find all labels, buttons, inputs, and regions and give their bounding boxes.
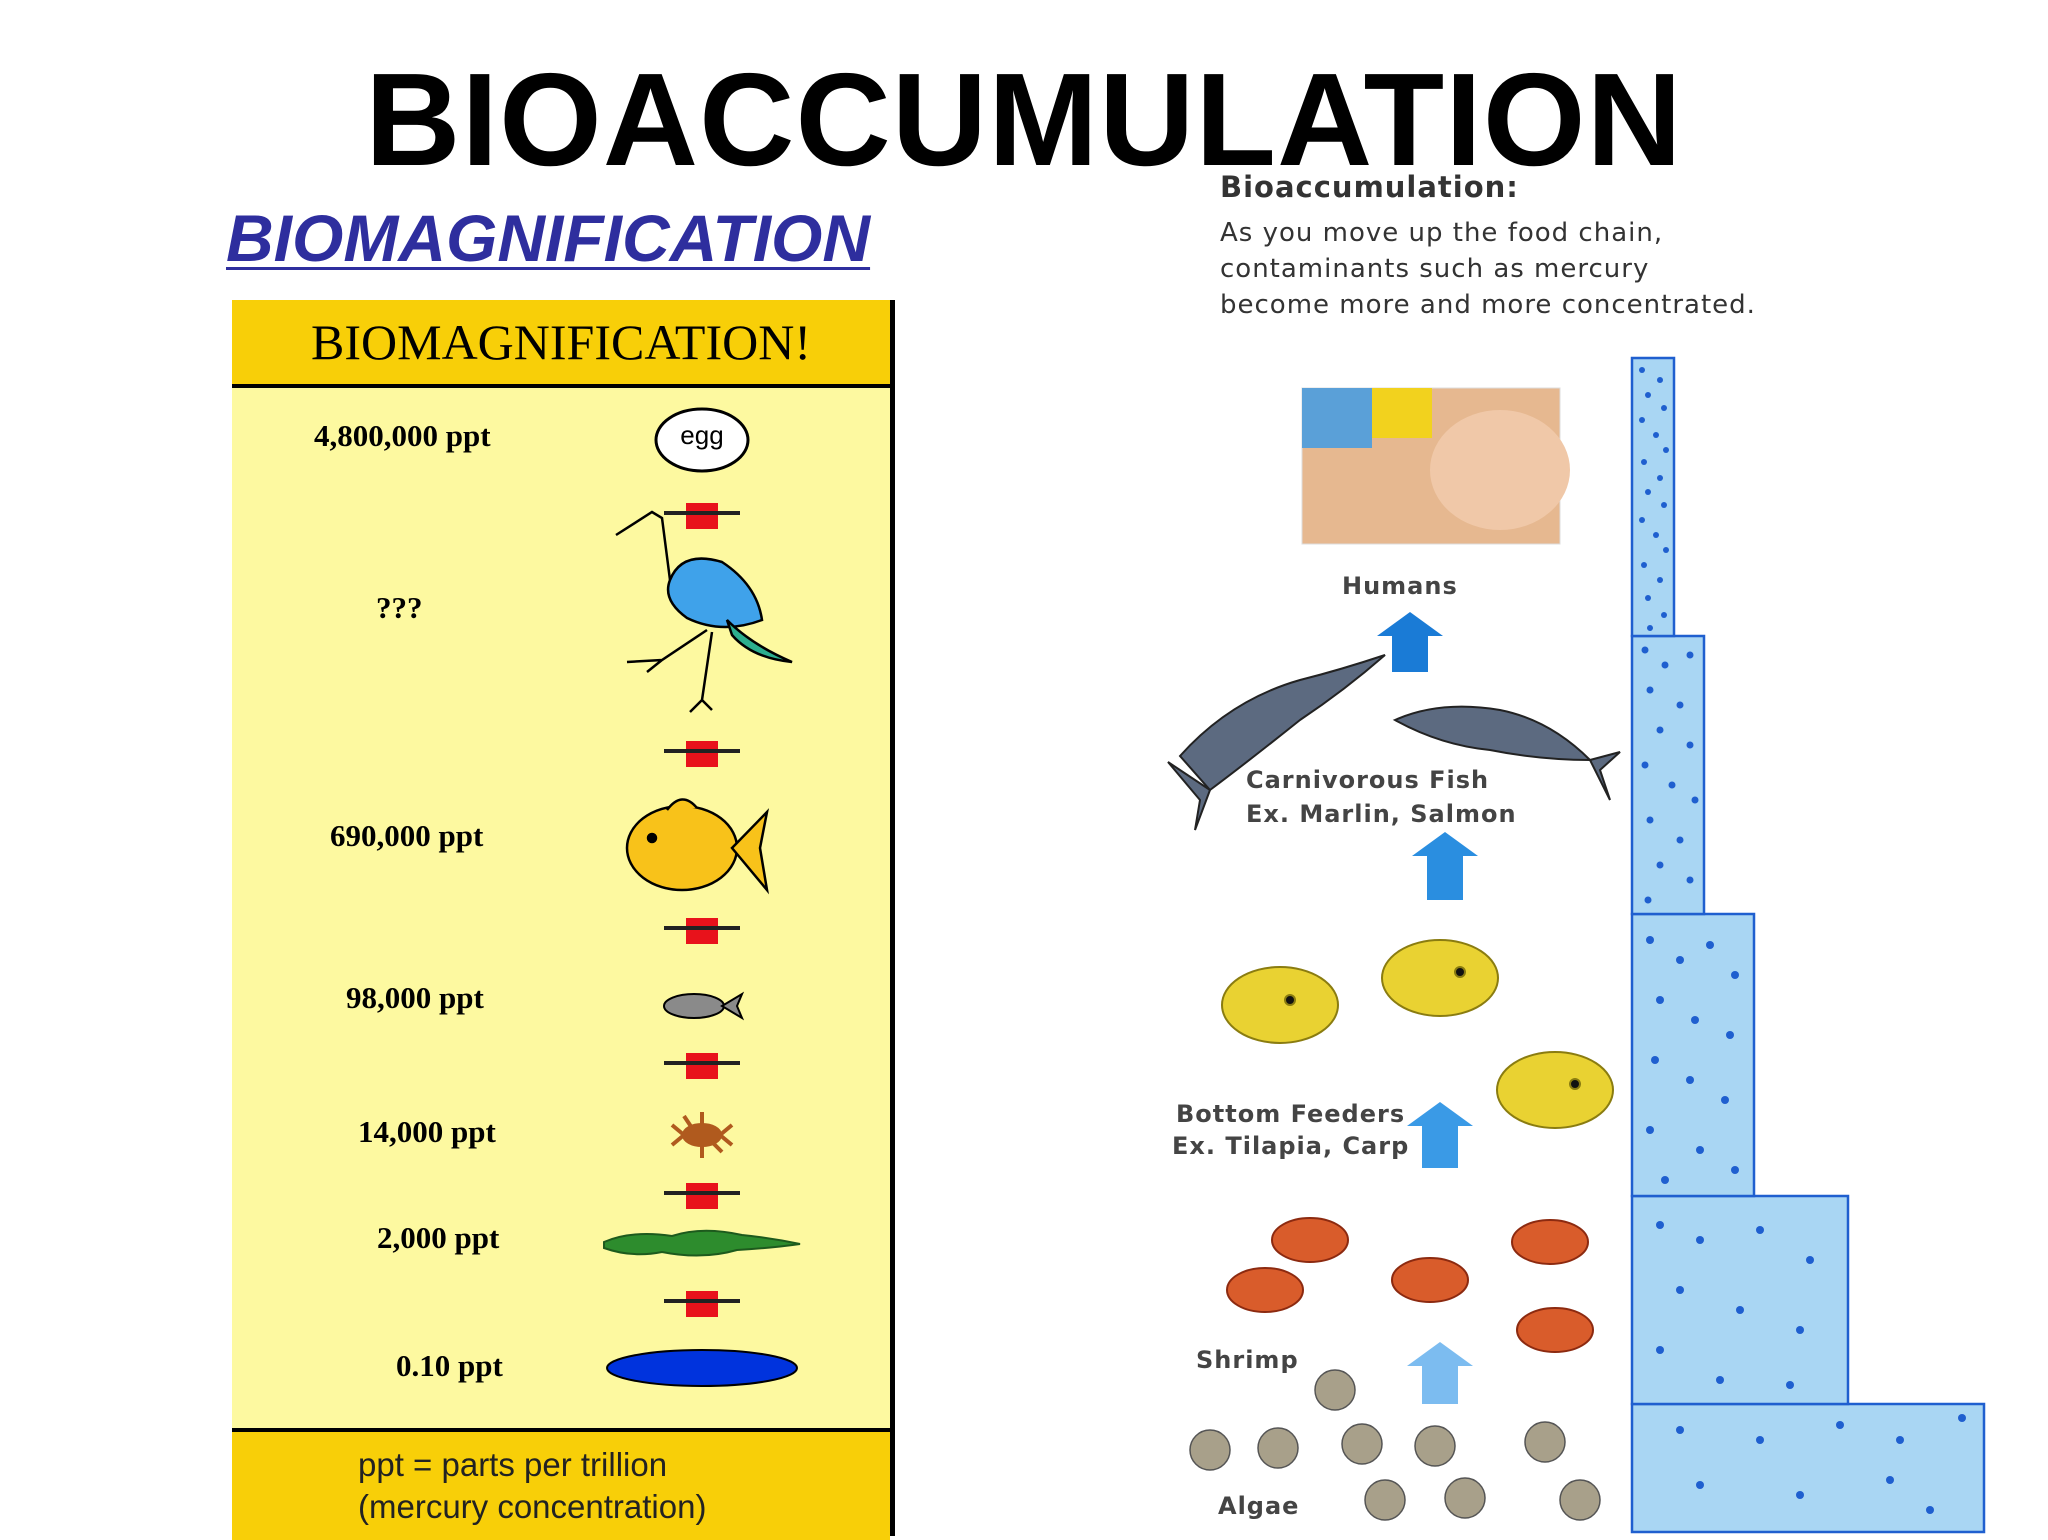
red-arrow-icon [664,1291,740,1317]
right-description-line: As you move up the food chain, [1220,218,1664,248]
panel-header: BIOMAGNIFICATION! [232,300,890,388]
large-fish-icon [625,798,770,895]
page-title: BIOACCUMULATION [365,46,1683,193]
concentration-label: 14,000 ppt [358,1114,496,1149]
blue-arrow-icon [1377,612,1443,672]
concentration-label: 0.10 ppt [396,1348,503,1383]
right-description-line: contaminants such as mercury [1220,254,1650,284]
small-fish-icon [663,991,745,1021]
egg-icon [654,407,750,473]
footer-note: (mercury concentration) [358,1488,707,1525]
food-chain-illustration [603,407,801,1387]
level-label-bottom-feeders: Bottom Feeders [1176,1100,1406,1128]
page-subtitle: BIOMAGNIFICATION [226,201,871,275]
mercury-dots [1639,367,1966,1514]
right-description-line: become more and more concentrated. [1220,290,1756,320]
red-arrow-icon [664,1183,740,1209]
concentration-label: 98,000 ppt [346,980,484,1015]
red-arrow-icon [664,503,740,529]
marlin-icon [1167,654,1386,831]
heron-icon [615,510,793,713]
concentration-label: ??? [376,590,423,625]
level-example-bottom-feeders: Ex. Tilapia, Carp [1172,1132,1410,1160]
tilapia-icon [1221,966,1339,1044]
algae-icon [603,1229,801,1257]
red-arrow-icon [664,1053,740,1079]
right-heading: Bioaccumulation: [1220,170,1519,204]
tilapia-icon [1496,1051,1614,1129]
blue-arrow-icon [1412,832,1478,900]
level-label-shrimp: Shrimp [1196,1346,1299,1374]
concentration-label: 690,000 ppt [330,818,484,853]
level-label-humans: Humans [1342,572,1458,600]
concentration-column [1630,356,1986,1534]
blue-arrow-icon [1407,1102,1473,1168]
human-photo [1301,387,1570,545]
level-label-algae: Algae [1218,1492,1300,1520]
algae-clump-icon [1189,1369,1601,1521]
marlin-icon [1392,705,1621,801]
red-arrow-icon [664,918,740,944]
biomagnification-panel: BIOMAGNIFICATION! [232,300,895,1540]
panel-header-text: BIOMAGNIFICATION! [311,314,811,370]
shrimp-icon [1226,1217,1594,1353]
concentration-label: 4,800,000 ppt [314,418,491,453]
level-example-carnivorous-fish: Ex. Marlin, Salmon [1246,800,1517,828]
zooplankton-icon [670,1112,734,1158]
level-label-carnivorous-fish: Carnivorous Fish [1246,766,1490,794]
blue-arrow-icon [1407,1342,1473,1404]
tilapia-icon [1381,939,1499,1017]
water-icon [606,1349,798,1387]
concentration-label: 2,000 ppt [377,1220,500,1255]
footer-definition: ppt = parts per trillion [358,1446,668,1483]
egg-label: egg [680,420,724,450]
panel-footer: ppt = parts per trillion (mercury concen… [232,1428,890,1540]
red-arrow-icon [664,741,740,767]
